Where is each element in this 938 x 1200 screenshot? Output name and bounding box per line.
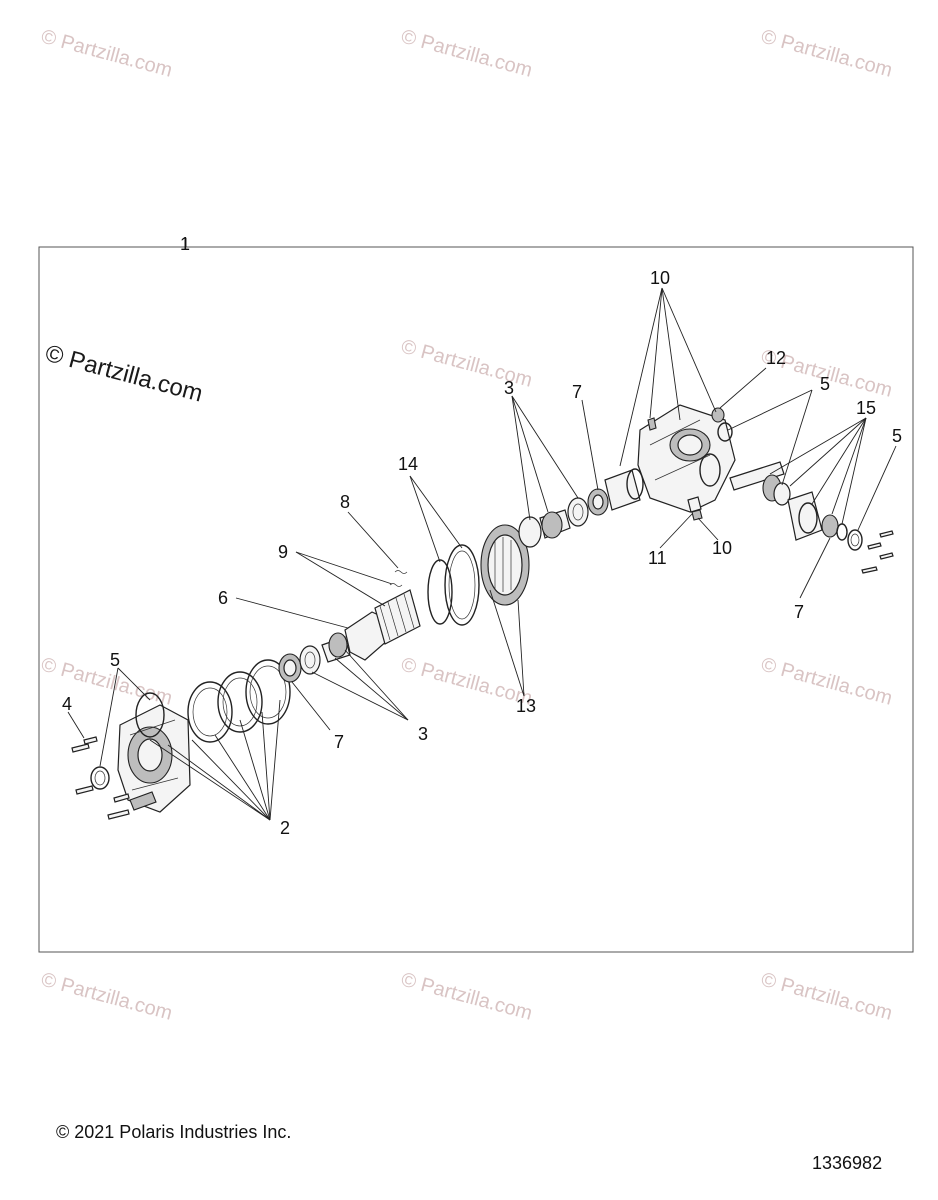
housing-cover-part [117,704,191,813]
copyright-notice: © 2021 Polaris Industries Inc. [56,1122,292,1142]
callout-10-bottom: 10 [712,538,732,558]
ring-gear-part [480,524,530,606]
callout-5-far-right: 5 [892,426,902,446]
pinion-shaft-part [729,461,863,551]
callout-2: 2 [280,818,290,838]
leader-lines [67,238,897,821]
watermark: © Partzilla.com [39,26,175,82]
callout-3-left: 3 [418,724,428,744]
watermark: © Partzilla.com [399,969,535,1025]
callout-5-left: 5 [110,650,120,670]
spring-part [394,570,408,574]
callout-labels: 1 2 3 3 4 5 5 5 6 7 7 7 8 9 10 10 11 12 … [62,234,902,838]
watermark: © Partzilla.com [399,26,535,82]
roller-cage-part [374,589,421,645]
callout-7-mid: 7 [572,382,582,402]
bearing-race-group [299,632,351,675]
breather-part [711,407,725,423]
callout-1: 1 [180,234,190,254]
callout-5-right: 5 [820,374,830,394]
parts-layer [71,404,894,820]
callout-12: 12 [766,348,786,368]
main-housing-part [637,404,736,513]
watermark-main: © Partzilla.com [42,340,205,408]
watermark: © Partzilla.com [399,654,535,710]
callout-8: 8 [340,492,350,512]
callout-7-left: 7 [334,732,344,752]
watermark: © Partzilla.com [759,26,895,82]
callout-9: 9 [278,542,288,562]
watermark: © Partzilla.com [39,654,175,710]
watermark-layer: © Partzilla.com © Partzilla.com © Partzi… [39,26,895,1025]
fitting-part [647,417,657,431]
sleeve-part [604,469,641,511]
clutch-plate-stack [135,659,291,743]
bolt-group [71,736,157,820]
watermark: © Partzilla.com [759,969,895,1025]
callout-4: 4 [62,694,72,714]
bearing-race-group [518,497,589,548]
watermark: © Partzilla.com [39,969,175,1025]
document-number: 1336982 [812,1153,883,1173]
callout-11: 11 [648,548,667,568]
watermark: © Partzilla.com [759,654,895,710]
bolt-group [861,530,894,574]
callout-7-right: 7 [794,602,804,622]
watermark: © Partzilla.com [399,336,535,392]
seal-part [90,766,110,790]
callout-15: 15 [856,398,876,418]
callout-6: 6 [218,588,228,608]
callout-10-top: 10 [650,268,670,288]
callout-14: 14 [398,454,418,474]
callout-13: 13 [516,696,536,716]
armature-plate-part [427,544,480,626]
assembly-frame [38,246,914,953]
callout-3-right: 3 [504,378,514,398]
